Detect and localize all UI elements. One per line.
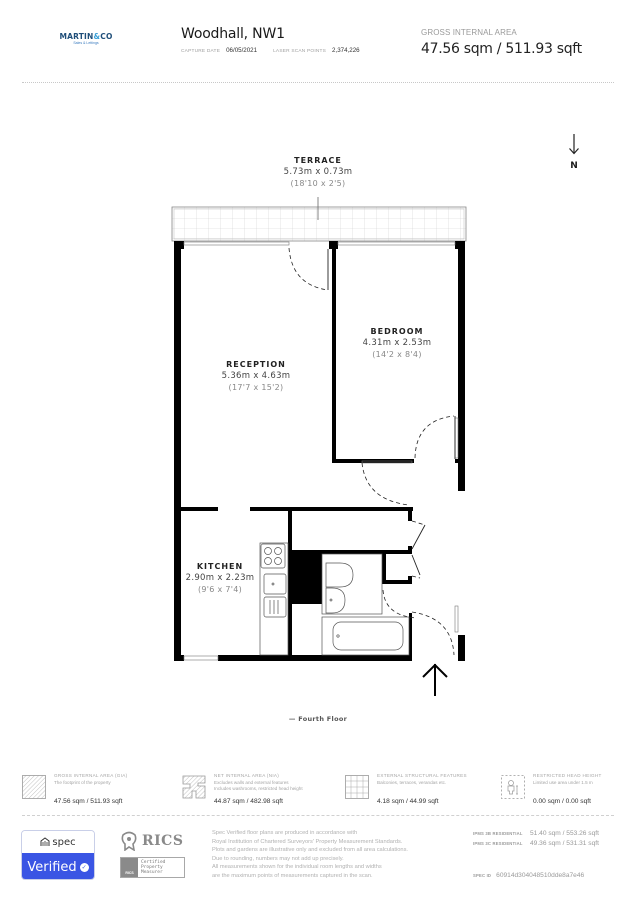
company-logo: MARTIN&CO Sales & Lettings [56,32,116,45]
ipms-3c-row: IPMS 3C RESIDENTIAL 49.36 sqm / 531.31 s… [473,840,599,847]
legend-external: EXTERNAL STRUCTURAL FEATURES Balconies, … [345,773,467,805]
logo-tagline: Sales & Lettings [73,41,99,45]
property-title: Woodhall, NW1 [181,26,285,42]
arrow-up-icon [422,663,448,696]
legend-divider [22,815,614,816]
header-divider [22,82,614,83]
hatched-square-icon [22,775,46,799]
person-height-icon [501,775,525,799]
kitchen-fittings [259,542,289,656]
spec-house-icon [40,837,50,846]
hatched-puzzle-icon [182,775,206,799]
rics-logo: RICS RICS Certified Property Measurer [120,830,186,878]
spec-wordmark: spec [52,836,76,848]
gia-label: GROSS INTERNAL AREA [421,28,517,37]
laser-scan-label: LASER SCAN POINTS [273,49,327,54]
logo-wordmark: MARTIN&CO [59,32,113,41]
legend-nia: NET INTERNAL AREA (NIA) Excludes walls a… [182,773,303,805]
legend-gia: GROSS INTERNAL AREA (GIA) The footprint … [22,773,127,805]
floor-plan-drawing [171,197,467,661]
capture-meta: CAPTURE DATE 06/05/2021 LASER SCAN POINT… [181,47,370,54]
room-label-terrace: TERRACE 5.73m x 0.73m (18'10 x 2'5) [283,156,353,188]
terrace [171,197,467,242]
check-circle-icon: ✓ [79,862,89,872]
capture-date: 06/05/2021 [226,47,258,54]
rics-lion-icon [121,831,137,851]
floor-name: — Fourth Floor [288,715,348,723]
verified-label: Verified [27,859,77,875]
legend-restricted: RESTRICTED HEAD HEIGHT Limited use area … [501,773,602,805]
spec-verified-badge: spec Verified ✓ [21,830,95,880]
grid-icon [345,775,369,799]
ipms-measurements: IPMS 3B RESIDENTIAL 51.40 sqm / 553.26 s… [473,830,599,850]
arrow-down-icon [569,134,579,155]
ipms-3b-row: IPMS 3B RESIDENTIAL 51.40 sqm / 553.26 s… [473,830,599,837]
disclaimer-text: Spec Verified floor plans are produced i… [212,830,409,879]
restricted-legend-value: 0.00 sqm / 0.00 sqft [533,798,591,805]
bathroom-fittings [321,553,410,656]
external-legend-value: 4.18 sqm / 44.99 sqft [377,798,439,805]
windows [183,241,459,661]
door-swings [288,247,455,656]
rics-certified-badge: RICS Certified Property Measurer [120,857,185,878]
room-label-kitchen: KITCHEN 2.90m x 2.23m (9'6 x 7'4) [185,562,255,594]
capture-date-label: CAPTURE DATE [181,49,221,54]
laser-scan-points: 2,374,226 [332,47,360,54]
gia-legend-value: 47.56 sqm / 511.93 sqft [54,798,123,805]
door-leaves [327,249,456,576]
rics-wordmark: RICS [142,833,184,849]
north-compass: N [566,133,582,171]
nia-legend-value: 44.87 sqm / 482.98 sqft [214,798,283,805]
north-letter: N [570,161,578,171]
room-label-bedroom: BEDROOM 4.31m x 2.53m (14'2 x 8'4) [362,327,432,359]
gia-value: 47.56 sqm / 511.93 sqft [421,41,582,57]
room-label-reception: RECEPTION 5.36m x 4.63m (17'7 x 15'2) [221,360,291,392]
spec-id: SPEC ID 60914d304048510dde8a7e46 [473,872,585,879]
walls [174,241,465,661]
